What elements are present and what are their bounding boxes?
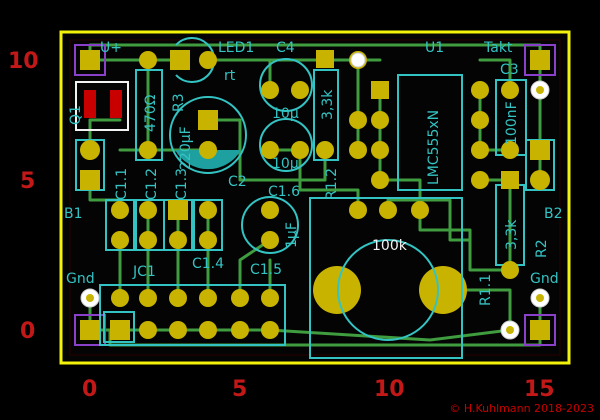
label-100n: 100nF [504, 101, 520, 145]
label-c1-5: C1.5 [250, 262, 282, 278]
label-c3: C3 [500, 62, 519, 78]
x-tick-10: 10 [374, 377, 405, 402]
label-r3: R3 [171, 93, 187, 112]
label-3k3-b: 3,3k [504, 219, 520, 250]
label-u1: U1 [425, 40, 444, 56]
label-q1: Q1 [68, 105, 84, 125]
label-470: 470Ω [143, 94, 159, 132]
y-tick-0: 0 [20, 319, 35, 344]
label-gnd-left: Gnd [66, 271, 95, 287]
label-led1: LED1 [218, 40, 254, 56]
label-gnd-right: Gnd [530, 271, 559, 287]
label-c1-4: C1.4 [192, 256, 224, 272]
y-tick-10: 10 [8, 49, 39, 74]
label-b2: B2 [544, 206, 563, 222]
label-c1-2: C1.2 [144, 168, 160, 200]
label-r1-1: R1.1 [478, 274, 494, 306]
label-r1-2: R1.2 [324, 168, 340, 200]
label-10u-a: 10µ [272, 106, 299, 122]
label-r2: R2 [534, 239, 550, 258]
label-rt: rt [224, 68, 236, 84]
x-tick-5: 5 [232, 377, 247, 402]
label-3k3-a: 3,3k [320, 89, 336, 120]
label-c1-6: C1.6 [268, 184, 300, 200]
label-c4: C4 [276, 40, 295, 56]
label-b1: B1 [64, 206, 83, 222]
label-jc1: JC1 [132, 264, 156, 280]
label-1u: 1µF [284, 222, 300, 248]
y-tick-5: 5 [20, 169, 35, 194]
label-ic: LMC555xN [426, 110, 442, 185]
label-10u-b: 10µ [272, 156, 299, 172]
copyright-notice: © H.Kuhlmann 2018-2023 [449, 402, 594, 415]
x-tick-0: 0 [82, 377, 97, 402]
label-takt: Takt [483, 40, 513, 56]
label-220u: 220µF [178, 126, 194, 170]
x-tick-15: 15 [524, 377, 555, 402]
label-u-plus: U+ [100, 40, 122, 56]
label-pot: 100k [372, 238, 408, 254]
label-c2: C2 [228, 174, 247, 190]
label-c1-3: C1.3 [174, 168, 190, 200]
label-c1-1: C1.1 [114, 168, 130, 200]
